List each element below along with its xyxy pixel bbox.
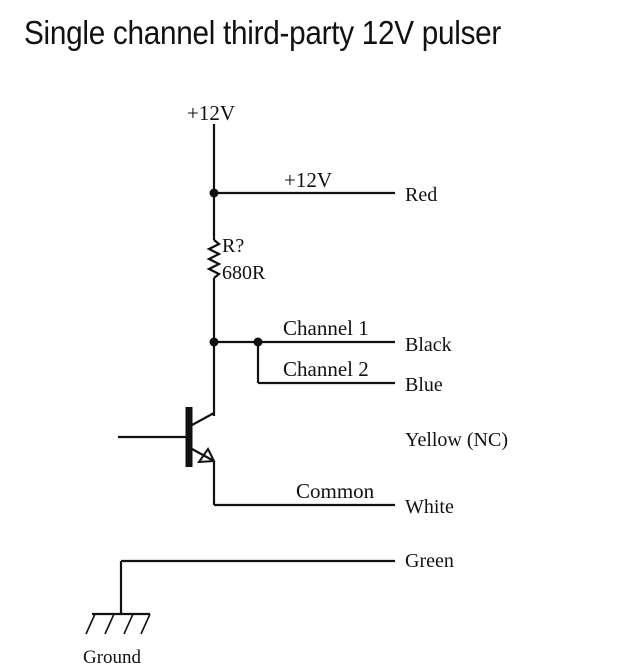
red-wire-label: Red — [405, 184, 437, 206]
black-wire-label: Black — [405, 334, 452, 356]
transistor-emitter-arrow — [196, 447, 216, 464]
resistor-value: 680R — [222, 262, 266, 284]
yellow-wire-label: Yellow (NC) — [405, 429, 508, 451]
white-wire-label: White — [405, 496, 454, 518]
resistor-ref: R? — [222, 235, 244, 257]
channel1-label: Channel 1 — [283, 316, 369, 340]
resistor-symbol — [206, 239, 222, 279]
ground-icon — [85, 612, 151, 635]
channel2-label: Channel 2 — [283, 357, 369, 381]
green-wire-label: Green — [405, 550, 454, 572]
ground-label: Ground — [83, 647, 142, 668]
wire-12v-label: +12V — [284, 168, 332, 192]
transistor-collector-lead — [191, 412, 215, 426]
supply-label: +12V — [187, 101, 235, 125]
common-label: Common — [296, 479, 375, 503]
blue-wire-label: Blue — [405, 374, 443, 396]
diagram-title: Single channel third-party 12V pulser — [24, 14, 502, 51]
